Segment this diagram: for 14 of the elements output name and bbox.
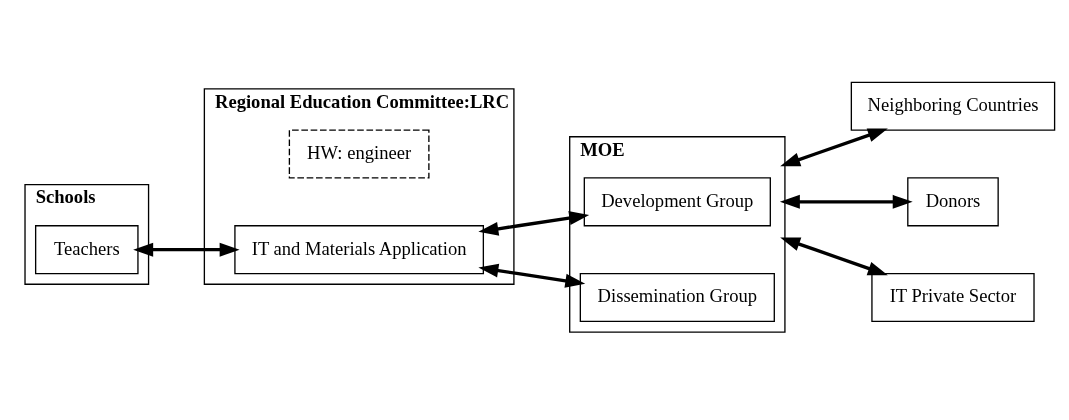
node-box: Development Group [583, 176, 771, 226]
node-box: Neighboring Countries [850, 81, 1056, 131]
node-box: Donors [907, 176, 999, 226]
node-box: IT Private Sector [871, 272, 1035, 322]
node-box: HW: engineer [288, 128, 430, 179]
node-box: IT and Materials Application [234, 224, 484, 274]
arrow [133, 242, 240, 257]
arrow [780, 128, 888, 166]
arrow [779, 194, 913, 209]
arrow [780, 236, 888, 275]
arrow [478, 210, 590, 236]
node-box: Teachers [35, 224, 139, 274]
arrow [478, 263, 586, 288]
node-box: Dissemination Group [579, 272, 775, 322]
